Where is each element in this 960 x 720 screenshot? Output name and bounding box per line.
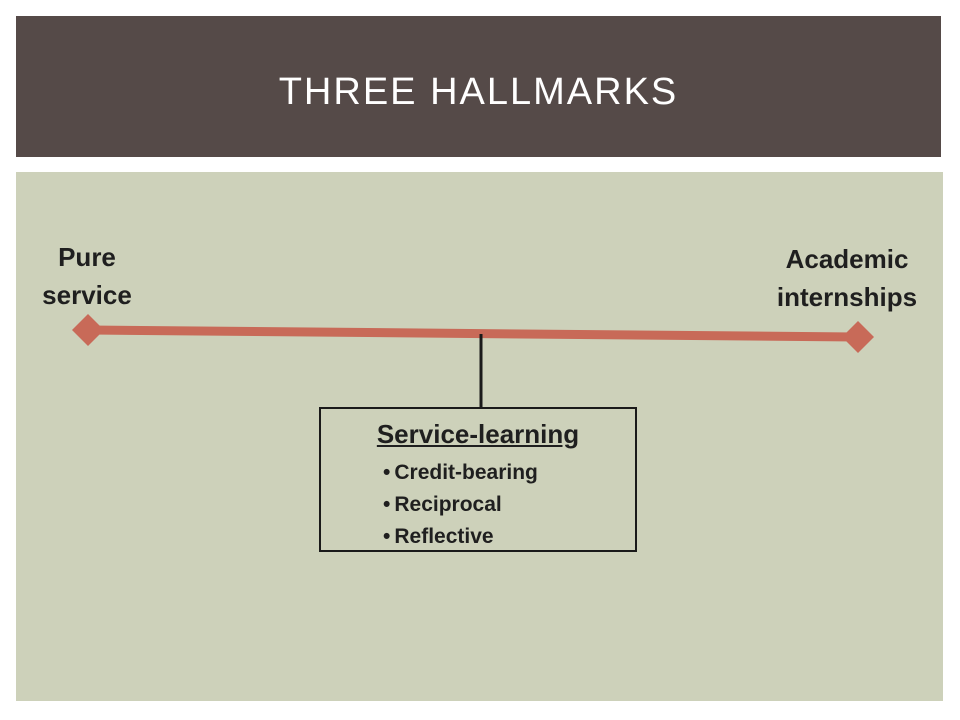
bullet: • <box>383 493 391 516</box>
service-learning-title: Service-learning <box>376 419 580 449</box>
academic-internships-label-line1: Academic <box>785 244 909 274</box>
pure-service-label-line2: service <box>42 280 132 310</box>
pure-service-label: Pure service <box>22 238 152 314</box>
hallmark-credit-bearing: Credit-bearing <box>394 461 538 484</box>
bullet: • <box>383 525 391 548</box>
academic-internships-label-line2: internships <box>776 282 918 312</box>
hallmark-list: •Credit-bearing •Reciprocal •Reflective <box>383 457 538 553</box>
slide-title: THREE HALLMARKS <box>278 71 679 113</box>
pure-service-label-line1: Pure <box>58 242 116 272</box>
spectrum-line <box>89 325 857 342</box>
hallmark-reciprocal: Reciprocal <box>394 493 502 516</box>
left-endpoint-diamond <box>72 314 104 346</box>
list-item: •Reflective <box>383 521 538 553</box>
list-item: •Credit-bearing <box>383 457 538 489</box>
service-learning-box: Service-learning •Credit-bearing •Recipr… <box>319 407 637 552</box>
right-endpoint-diamond <box>842 321 874 353</box>
hallmark-reflective: Reflective <box>394 525 494 548</box>
academic-internships-label: Academic internships <box>752 240 942 316</box>
title-bar: THREE HALLMARKS <box>16 16 941 157</box>
list-item: •Reciprocal <box>383 489 538 521</box>
bullet: • <box>383 461 391 484</box>
